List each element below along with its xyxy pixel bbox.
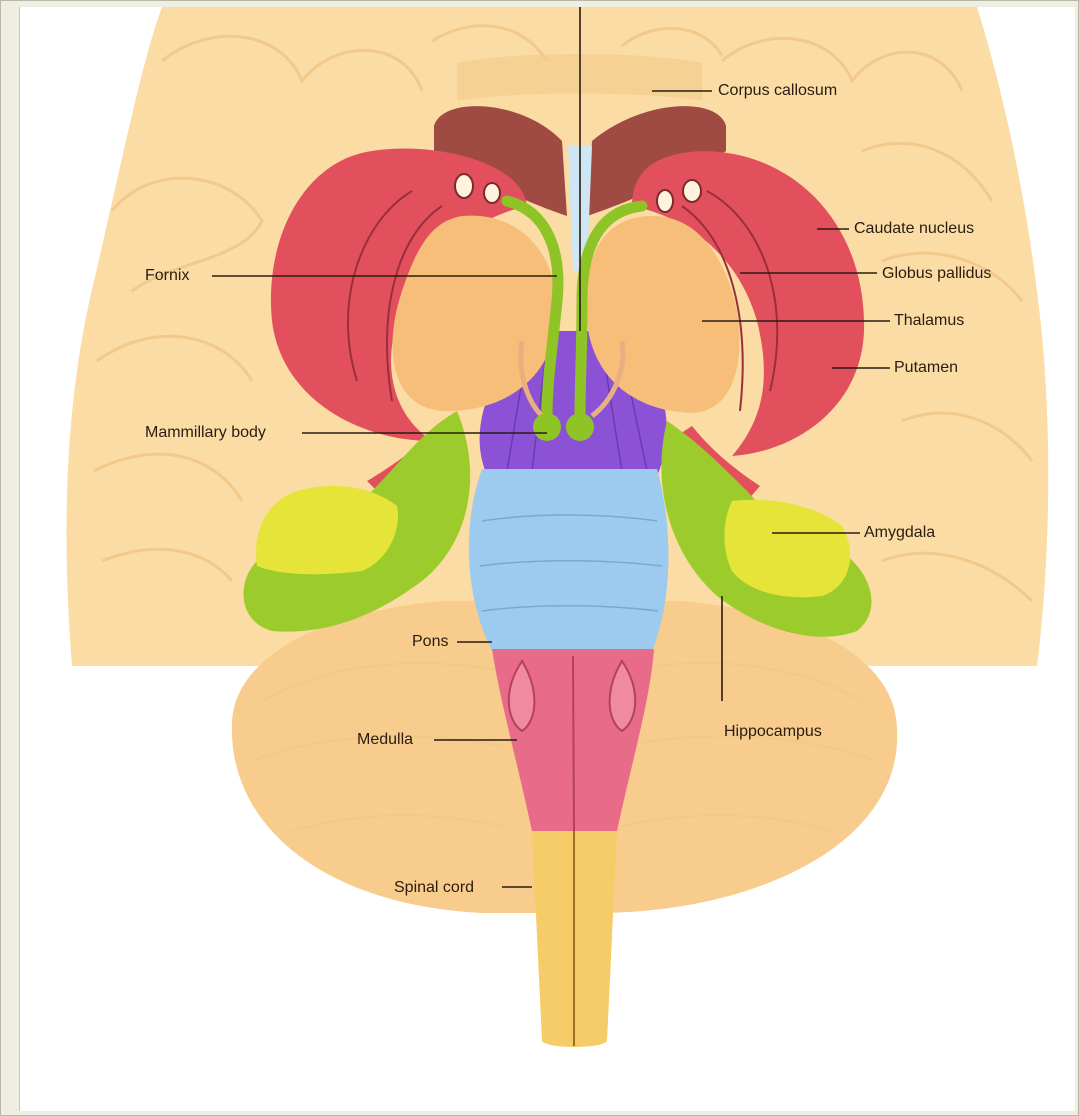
label-putamen: Putamen — [894, 359, 958, 376]
diagram-panel: Corpus callosum Caudate nucleus Fornix G… — [19, 7, 1075, 1111]
label-thalamus: Thalamus — [894, 312, 964, 329]
label-fornix: Fornix — [145, 267, 189, 284]
mammillary-body-right — [566, 413, 594, 441]
mammillary-body-left — [533, 413, 561, 441]
caudate-hole — [455, 174, 473, 198]
label-corpus-callosum: Corpus callosum — [718, 82, 837, 99]
label-spinal-cord: Spinal cord — [394, 879, 474, 896]
label-globus-pallidus: Globus pallidus — [882, 265, 991, 282]
label-pons: Pons — [412, 633, 448, 650]
caudate-hole — [683, 180, 701, 202]
label-medulla: Medulla — [357, 731, 413, 748]
caudate-hole — [484, 183, 500, 203]
label-mammillary-body: Mammillary body — [145, 424, 266, 441]
label-hippocampus: Hippocampus — [724, 723, 822, 740]
brain-diagram: Corpus callosum Caudate nucleus Fornix G… — [20, 7, 1075, 1111]
label-amygdala: Amygdala — [864, 524, 935, 541]
caudate-hole — [657, 190, 673, 212]
medulla-midline — [573, 656, 574, 831]
label-caudate-nucleus: Caudate nucleus — [854, 220, 974, 237]
pons — [469, 469, 669, 651]
